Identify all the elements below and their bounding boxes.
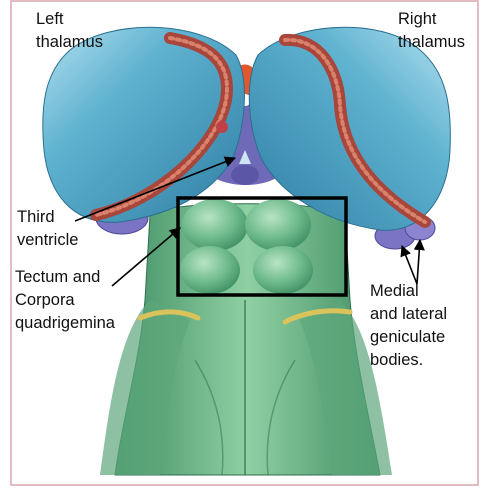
lateral-geniculate-arrow [417, 240, 420, 284]
tectum-label: Tectum and Corpora quadrigemina [15, 266, 115, 335]
geniculate-label-line-2: and lateral [370, 303, 447, 326]
left-thalamus-label-line-2: thalamus [36, 31, 103, 54]
geniculate-label-line-4: bodies. [370, 349, 447, 372]
geniculate-label-line-1: Medial [370, 280, 447, 303]
geniculate-label-line-3: geniculate [370, 326, 447, 349]
left-thalamus-shape [43, 27, 245, 222]
third-ventricle-label-line-2: ventricle [17, 229, 78, 252]
left-thalamus-label: Left thalamus [36, 8, 103, 54]
brainstem [100, 204, 392, 475]
tectum-label-line-3: quadrigemina [15, 312, 115, 335]
tectum-label-line-1: Tectum and [15, 266, 115, 289]
right-thalamus-label-line-2: thalamus [398, 31, 465, 54]
tectum-label-line-2: Corpora [15, 289, 115, 312]
medial-geniculate-arrow [402, 246, 417, 284]
third-ventricle-label: Third ventricle [17, 206, 78, 252]
third-ventricle-label-line-1: Third [17, 206, 78, 229]
right-thalamus-label-line-1: Right [398, 8, 465, 31]
right-thalamus-label: Right thalamus [398, 8, 465, 54]
geniculate-label: Medial and lateral geniculate bodies. [370, 280, 447, 372]
left-thalamus-label-line-1: Left [36, 8, 103, 31]
